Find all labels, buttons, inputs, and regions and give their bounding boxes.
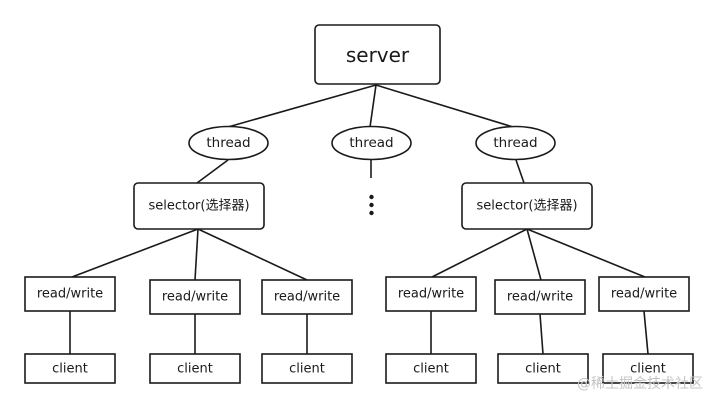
- edge-server-thread-middle: [369, 84, 377, 128]
- rw-node-5: read/write: [494, 279, 586, 315]
- client-label-6: client: [630, 362, 666, 377]
- edges: [69, 84, 649, 355]
- client-label-5: client: [525, 362, 561, 377]
- selector-node-left: selector(选择器): [133, 182, 265, 230]
- rw-label-5: read/write: [507, 290, 573, 305]
- thread-label-left: thread: [206, 135, 250, 151]
- dot-2: [369, 202, 374, 208]
- thread-label-right: thread: [493, 135, 537, 151]
- rw-box-6: [598, 276, 690, 312]
- edge-selector-left-rw-3: [197, 228, 308, 281]
- server-label: server: [346, 43, 410, 67]
- rw-box-5: [494, 279, 586, 315]
- client-box-6: [602, 353, 694, 384]
- edge-server-thread-right: [375, 84, 514, 128]
- client-box-4: [385, 353, 477, 384]
- client-node-1: client: [24, 353, 116, 384]
- edge-thread-right-selector-right: [515, 159, 525, 184]
- client-node-5: client: [497, 353, 589, 384]
- rw-label-4: read/write: [398, 287, 464, 302]
- thread-node-left: thread: [188, 125, 269, 161]
- client-node-3: client: [261, 353, 353, 384]
- thread-node-middle: thread: [331, 125, 412, 161]
- continuation-dots: [369, 194, 374, 216]
- rw-label-3: read/write: [274, 290, 340, 305]
- edge-server-thread-left: [227, 84, 377, 128]
- edge-rw-6-client-6: [643, 310, 649, 355]
- selector-box-right: [461, 182, 593, 230]
- selector-node-right: selector(选择器): [461, 182, 593, 230]
- rw-node-1: read/write: [24, 276, 116, 312]
- rw-node-2: read/write: [149, 279, 241, 315]
- client-node-6: client: [602, 353, 694, 384]
- rw-label-2: read/write: [162, 290, 228, 305]
- thread-ellipse-left: [188, 125, 269, 161]
- client-label-3: client: [289, 362, 325, 377]
- dot-3: [369, 210, 374, 216]
- thread-ellipse-right: [475, 125, 556, 161]
- rw-node-4: read/write: [385, 276, 477, 312]
- client-node-4: client: [385, 353, 477, 384]
- edge-selector-left-rw-1: [71, 228, 199, 278]
- client-box-2: [149, 353, 241, 384]
- server-node: server: [314, 24, 441, 85]
- edge-selector-right-rw-6: [526, 228, 646, 278]
- selector-box-left: [133, 182, 265, 230]
- edge-selector-right-rw-4: [431, 228, 528, 278]
- client-box-1: [24, 353, 116, 384]
- watermark-text: @稀土掘金技术社区: [577, 376, 703, 392]
- thread-label-middle: thread: [349, 135, 393, 151]
- rw-label-6: read/write: [611, 287, 677, 302]
- selector-label-right: selector(选择器): [476, 199, 577, 214]
- dot-1: [369, 194, 374, 200]
- edge-rw-5-client-5: [539, 313, 544, 355]
- rw-box-1: [24, 276, 116, 312]
- rw-label-1: read/write: [37, 287, 103, 302]
- client-node-2: client: [149, 353, 241, 384]
- rw-box-2: [149, 279, 241, 315]
- edge-selector-right-rw-5: [526, 228, 542, 281]
- edge-selector-left-rw-2: [194, 228, 199, 281]
- client-label-1: client: [52, 362, 88, 377]
- thread-node-right: thread: [475, 125, 556, 161]
- selector-label-left: selector(选择器): [148, 199, 249, 214]
- client-box-5: [497, 353, 589, 384]
- edge-thread-left-selector-left: [196, 159, 229, 184]
- server-box: [314, 24, 441, 85]
- rw-node-6: read/write: [598, 276, 690, 312]
- rw-box-4: [385, 276, 477, 312]
- client-label-2: client: [177, 362, 213, 377]
- thread-ellipse-middle: [331, 125, 412, 161]
- client-box-3: [261, 353, 353, 384]
- rw-box-3: [261, 279, 353, 315]
- client-label-4: client: [413, 362, 449, 377]
- rw-node-3: read/write: [261, 279, 353, 315]
